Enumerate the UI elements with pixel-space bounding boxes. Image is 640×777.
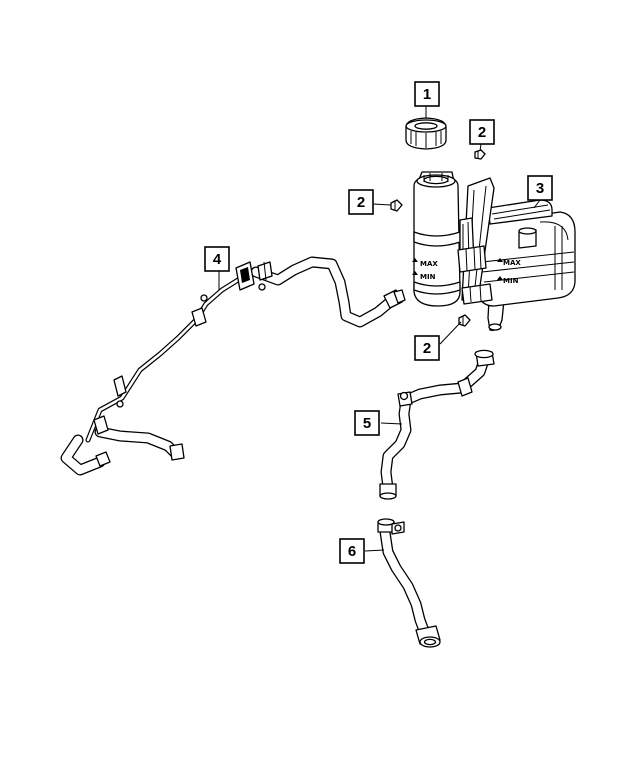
callout-6: 6: [339, 538, 365, 564]
callout-2-left-label: 2: [357, 194, 365, 211]
pressure-cap-part[interactable]: [405, 117, 447, 150]
tank-min-mark-right: MIN: [503, 277, 519, 285]
leader-lines: [218, 106, 541, 552]
clip-left-part[interactable]: [390, 199, 403, 212]
callout-3-label: 3: [536, 180, 544, 197]
clip-top-part[interactable]: [474, 149, 486, 160]
callout-3: 3: [527, 175, 553, 201]
callout-2-top: 2: [469, 119, 495, 145]
callout-4-label: 4: [213, 251, 222, 268]
callout-5-label: 5: [363, 415, 371, 432]
clip-bottom-part[interactable]: [458, 314, 471, 327]
callout-4: 4: [204, 246, 230, 272]
callout-2-top-label: 2: [478, 124, 486, 141]
callout-2-bottom: 2: [414, 335, 440, 361]
callout-1: 1: [414, 81, 440, 107]
coolant-reservoir-part[interactable]: MAX MIN MAX MIN: [412, 171, 576, 331]
tank-min-mark-left: MIN: [420, 273, 436, 281]
callout-5: 5: [354, 410, 380, 436]
callout-2-left: 2: [348, 189, 374, 215]
coolant-hose-assembly-part[interactable]: [60, 256, 406, 476]
upper-hose-part[interactable]: [379, 349, 495, 500]
callout-2-bottom-label: 2: [423, 340, 431, 357]
callout-6-label: 6: [348, 543, 356, 560]
callout-1-label: 1: [423, 86, 431, 103]
lower-hose-part[interactable]: [377, 518, 441, 648]
tank-max-mark-left: MAX: [420, 260, 438, 268]
tank-max-mark-right: MAX: [503, 259, 521, 267]
